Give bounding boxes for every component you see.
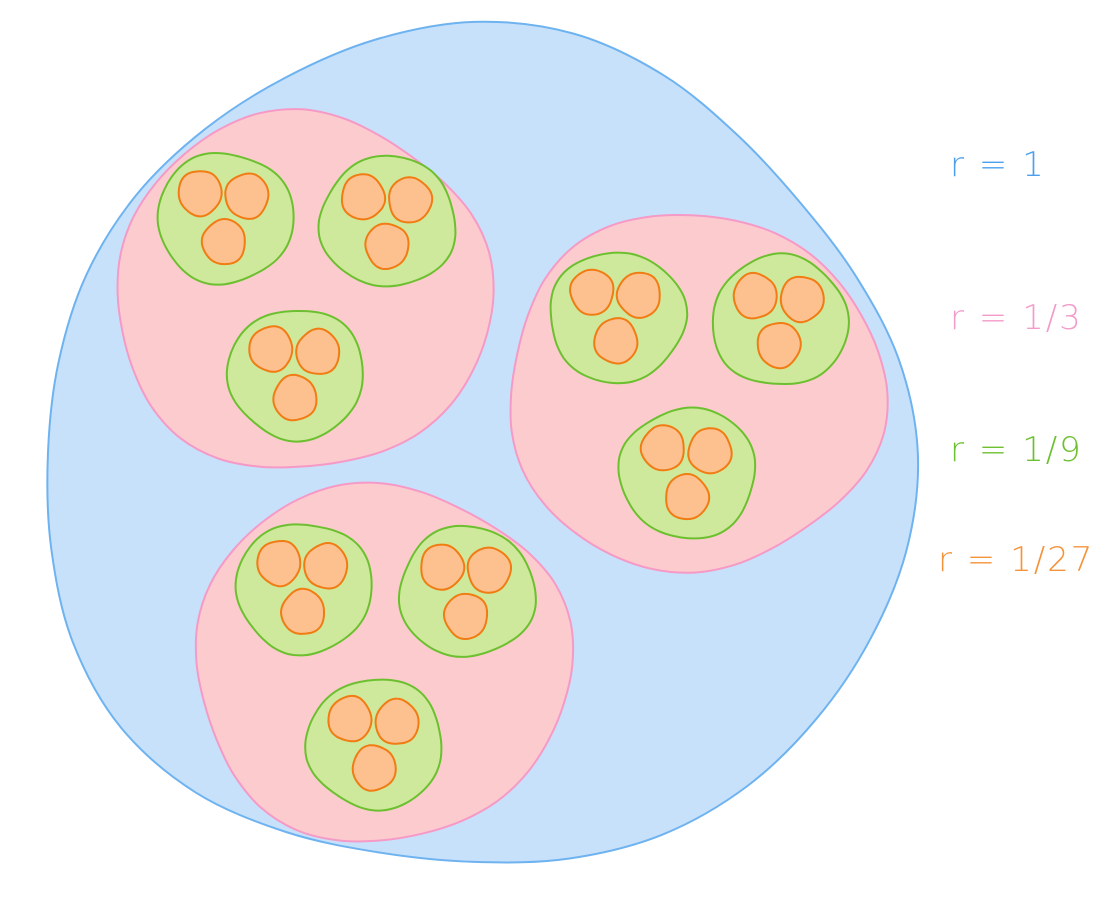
circle-r-1-27 [639, 424, 685, 472]
circle-r-1-27 [295, 327, 341, 375]
circle-r-1-27 [593, 317, 639, 365]
legend-label-r-1-9: r = 1/9 [950, 430, 1083, 470]
circle-r-1-27 [569, 268, 615, 316]
circle-r-1-27 [687, 427, 733, 475]
circle-r-1-27 [279, 587, 326, 635]
circle-r-1-27 [177, 170, 223, 218]
circle-r-1-27 [442, 592, 489, 641]
legend-label-r-1: r = 1 [950, 145, 1046, 185]
circle-r-1-27 [224, 172, 270, 220]
circle-r-1-27 [732, 271, 778, 320]
circle-r-1-27 [466, 546, 513, 594]
circle-r-1-27 [256, 539, 302, 588]
circle-r-1-27 [665, 472, 711, 521]
circle-r-1-27 [374, 697, 420, 745]
circle-r-1-27 [779, 275, 825, 324]
legend-label-r-1-27: r = 1/27 [938, 540, 1095, 580]
circle-r-1-27 [388, 176, 434, 224]
circle-r-1-27 [351, 744, 397, 792]
circle-r-1-27 [340, 173, 387, 221]
circle-r-1-27 [756, 322, 802, 370]
legend-label-r-1-3: r = 1/3 [950, 298, 1083, 338]
circle-r-1-27 [615, 271, 661, 319]
circle-r-1-27 [272, 373, 318, 422]
circle-r-1-27 [327, 694, 373, 743]
circle-r-1-27 [420, 543, 466, 591]
circle-r-1-27 [364, 222, 410, 271]
circle-r-1-27 [303, 541, 349, 590]
circle-r-1-27 [248, 325, 294, 373]
circle-r-1-27 [200, 217, 246, 266]
